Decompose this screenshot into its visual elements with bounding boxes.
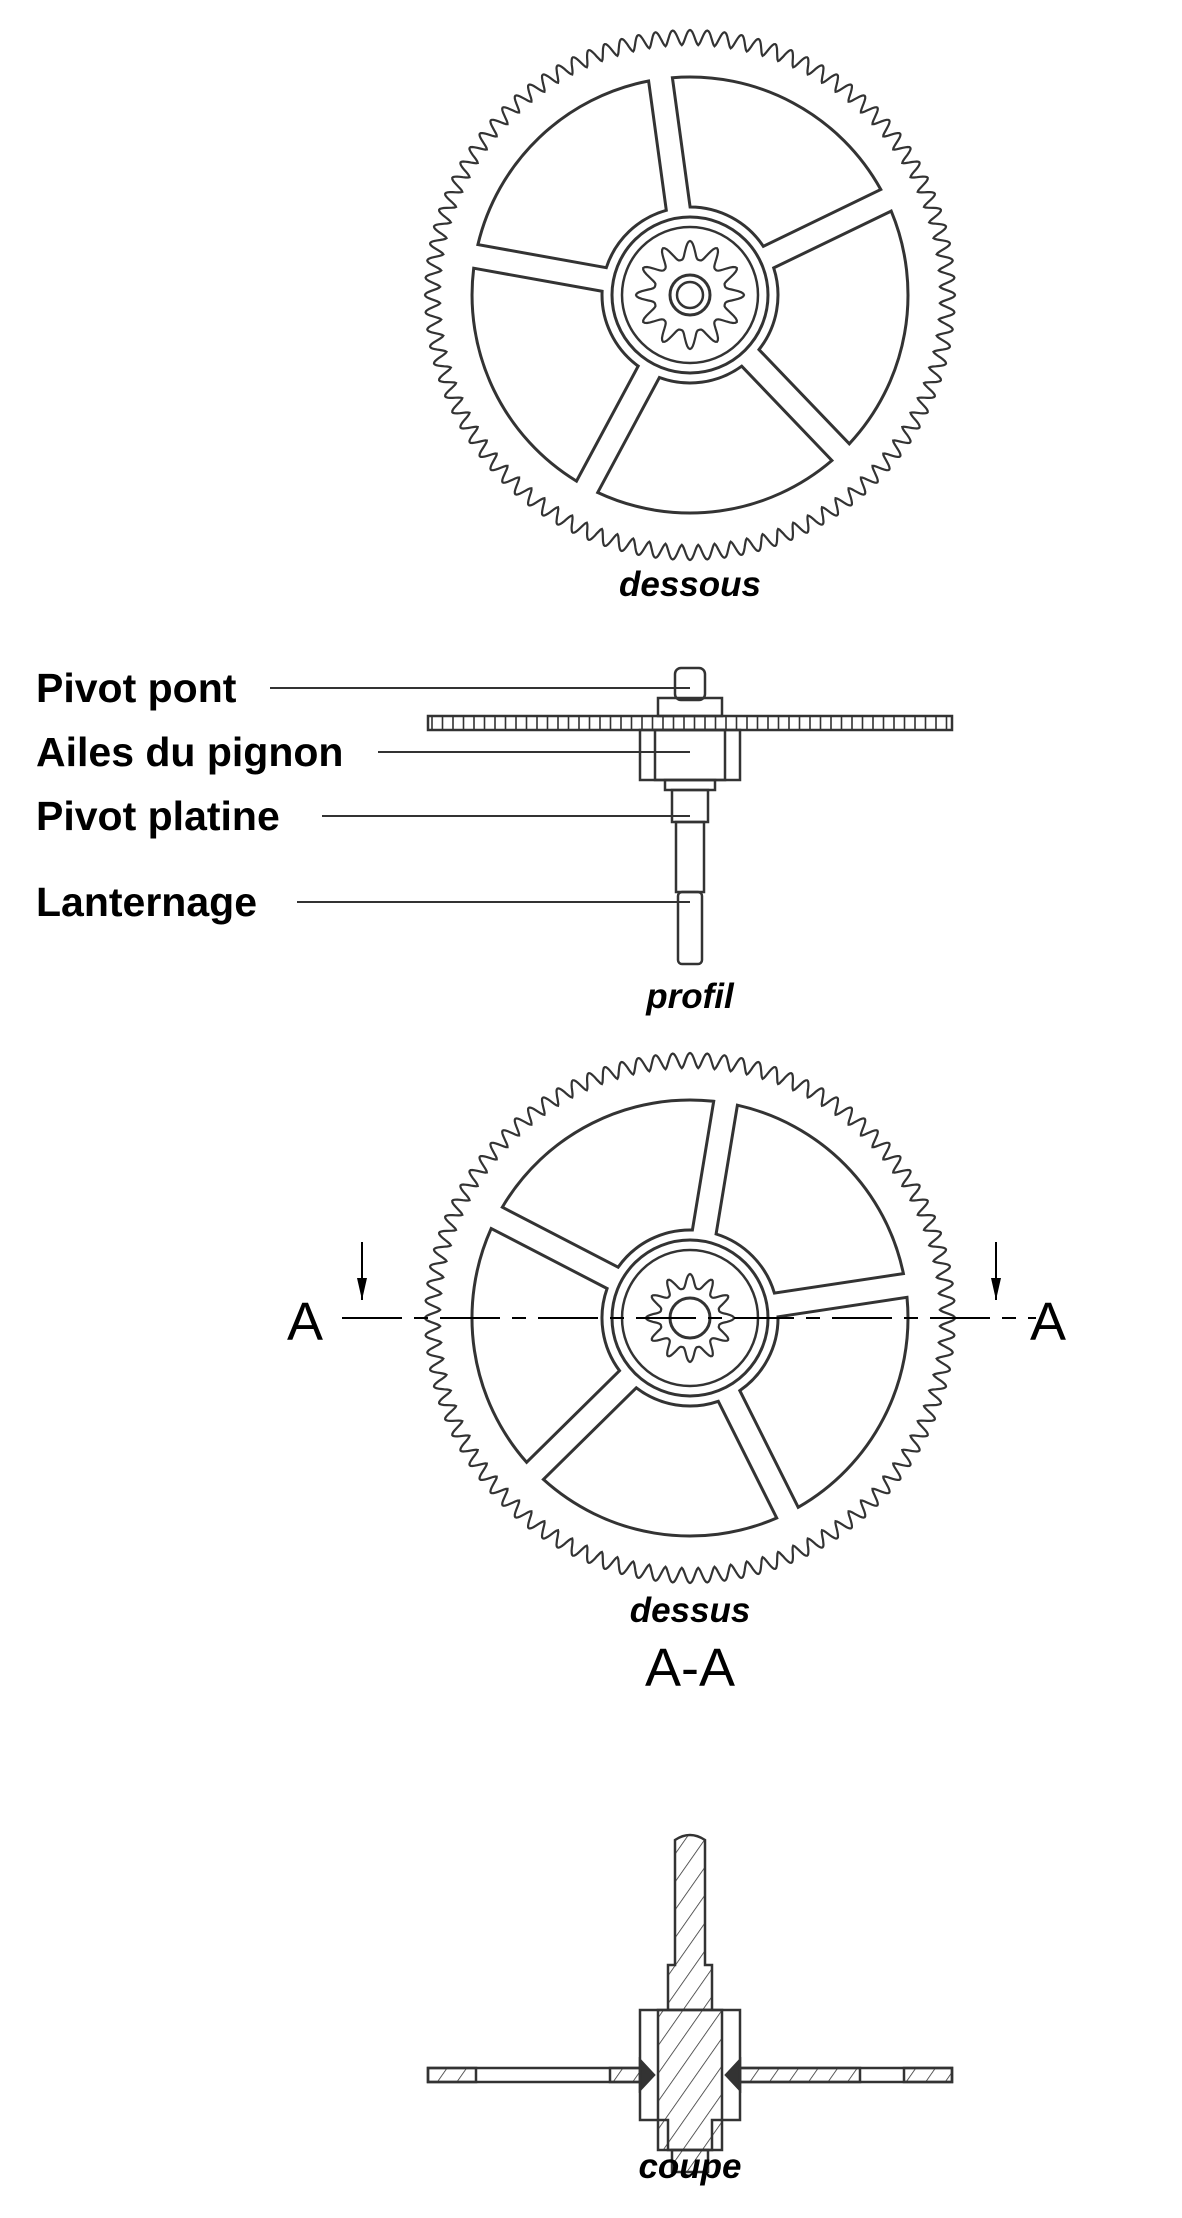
profile-teeth-ticks [431, 716, 948, 730]
label-ailes-pignon: Ailes du pignon [36, 729, 343, 775]
profile-lower-pivot [670, 788, 710, 824]
section-arbor-lower [670, 2148, 710, 2174]
section-rim-left [426, 2066, 478, 2084]
section-plate-left-inner [608, 2066, 642, 2084]
gear-teeth-outline [423, 28, 957, 562]
label-pivot-platine: Pivot platine [36, 793, 280, 839]
pivot-bore-outer [668, 273, 712, 317]
profile-upper-shoulder [656, 696, 724, 718]
profile-pinion-collar [663, 778, 717, 792]
section-arbor-upper [666, 1833, 714, 2012]
label-lanternage: Lanternage [36, 879, 257, 925]
section-rivet-left [638, 2056, 656, 2094]
profile-view-caption: profil [645, 977, 735, 1016]
section-view: coupe [426, 1833, 954, 2186]
bottom-view-caption: dessous [619, 565, 761, 604]
profile-upper-pivot [673, 666, 707, 702]
bottom-view: dessous [423, 28, 957, 604]
top-view-caption: dessus [630, 1591, 751, 1630]
gear-rim-with-spoke-openings [470, 75, 910, 515]
label-pivot-pont: Pivot pont [36, 665, 237, 711]
hub-inner-ring [620, 225, 760, 365]
section-rim-right [902, 2066, 954, 2084]
profile-pinion-leaves [653, 728, 727, 782]
profile-lanternage [676, 890, 704, 966]
pivot-bore-inner [675, 280, 705, 310]
hub-outer-ring [610, 215, 770, 375]
top-view: A A dessus A-A [287, 1051, 1066, 1698]
section-title: A-A [645, 1638, 735, 1698]
profile-view [270, 666, 954, 966]
section-marker-left: A [287, 1292, 323, 1352]
section-pinion-core [656, 2008, 724, 2152]
gear-rim-with-spoke-openings [470, 1098, 910, 1538]
section-plate-right-inner [738, 2066, 862, 2084]
profile-lower-arbor [674, 820, 706, 894]
section-view-caption: coupe [638, 2147, 741, 2186]
section-marker-right: A [1030, 1292, 1066, 1352]
section-rivet-right [724, 2056, 742, 2094]
pinion-leaves [634, 239, 746, 351]
